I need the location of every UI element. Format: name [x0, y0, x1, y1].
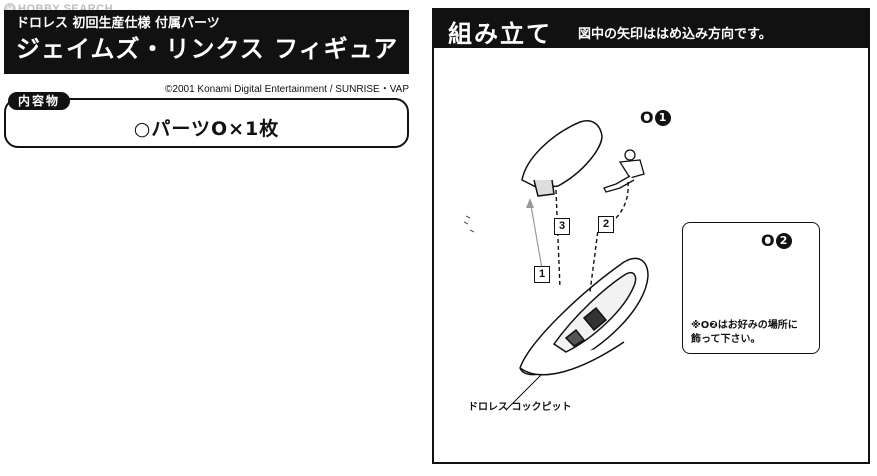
callout-1-prefix: O — [640, 108, 654, 127]
contents-text: ○パーツO×1枚 — [133, 118, 280, 140]
title-subtitle: ドロレス 初回生産仕様 付属パーツ — [16, 16, 220, 31]
inset-note-line1: ※O❷はお好みの場所に — [691, 320, 798, 331]
copyright-notice: ©2001 Konami Digital Entertainment / SUN… — [165, 84, 409, 95]
callout-2-number: 2 — [775, 232, 792, 249]
inset-box: O 2 ※O❷はお好みの場所に 飾って下さい。 — [682, 222, 820, 354]
step-1-label: 1 — [534, 266, 550, 283]
canopy-part — [521, 120, 603, 197]
assembly-note: 図中の矢印ははめ込み方向です。 — [578, 27, 772, 42]
figure-part-1 — [603, 149, 645, 193]
title-main: ジェイムズ・リンクス フィギュア — [16, 35, 399, 63]
callout-part-1: O 1 — [640, 108, 671, 127]
assembly-header: 組み立て 図中の矢印ははめ込み方向です。 — [434, 10, 868, 48]
inset-note-line2: 飾って下さい。 — [691, 334, 761, 345]
contents-box: ○パーツO×1枚 — [4, 98, 409, 148]
assembly-panel: 組み立て 図中の矢印ははめ込み方向です。 — [432, 8, 870, 464]
inset-note: ※O❷はお好みの場所に 飾って下さい。 — [691, 319, 819, 347]
step-3-label: 3 — [554, 218, 570, 235]
contents-tab: 内容物 — [8, 92, 71, 110]
callout-part-2: O 2 — [761, 231, 792, 250]
cockpit-label: ドロレス コックピット — [468, 402, 572, 413]
cockpit-body — [519, 257, 649, 376]
assembly-title: 組み立て — [448, 20, 552, 48]
callout-1-number: 1 — [654, 109, 671, 126]
title-banner: ドロレス 初回生産仕様 付属パーツ ジェイムズ・リンクス フィギュア — [4, 10, 409, 74]
step-2-label: 2 — [598, 216, 614, 233]
callout-2-prefix: O — [761, 231, 775, 250]
